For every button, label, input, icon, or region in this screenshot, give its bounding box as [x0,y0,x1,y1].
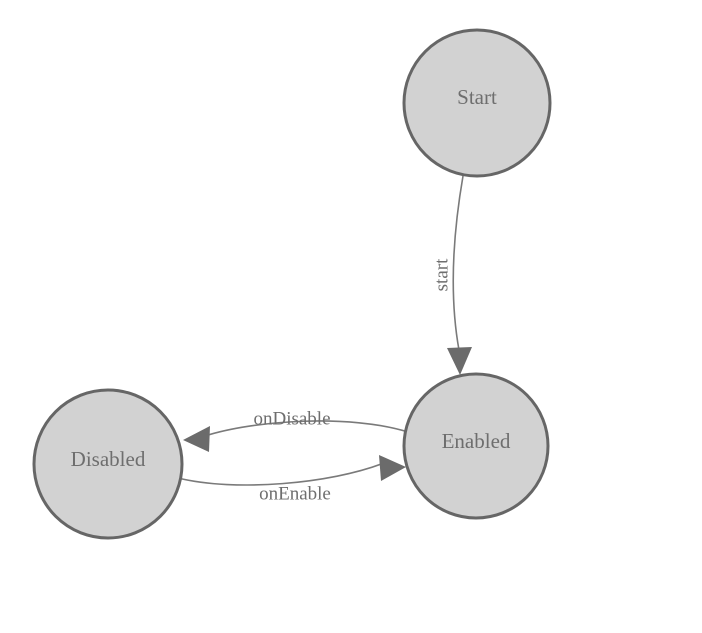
edge-label-on-disable: onDisable [253,408,330,429]
arrowhead-down-icon [447,347,472,375]
node-label-start: Start [457,85,497,109]
edge-label-on-enable: onEnable [259,483,331,504]
edge-start-to-enabled[interactable]: start [431,175,472,375]
edge-disabled-to-enabled[interactable]: onEnable [177,455,406,504]
edge-path-enabled-to-disabled [204,420,409,437]
node-circle-start [402,28,552,178]
arrowhead-right-icon [379,455,406,481]
node-disabled[interactable]: Disabled [32,388,184,540]
edge-enabled-to-disabled[interactable]: onDisable [183,408,409,452]
node-label-disabled: Disabled [71,447,146,471]
node-label-enabled: Enabled [442,429,511,453]
edge-label-start: start [431,258,452,291]
node-circle-disabled [32,388,184,540]
node-circle-enabled [402,372,550,520]
edge-path-disabled-to-enabled [177,462,385,486]
node-enabled[interactable]: Enabled [402,372,550,520]
edge-path-start-to-enabled [452,175,464,351]
node-start[interactable]: Start [402,28,552,178]
arrowhead-left-icon [183,426,210,452]
